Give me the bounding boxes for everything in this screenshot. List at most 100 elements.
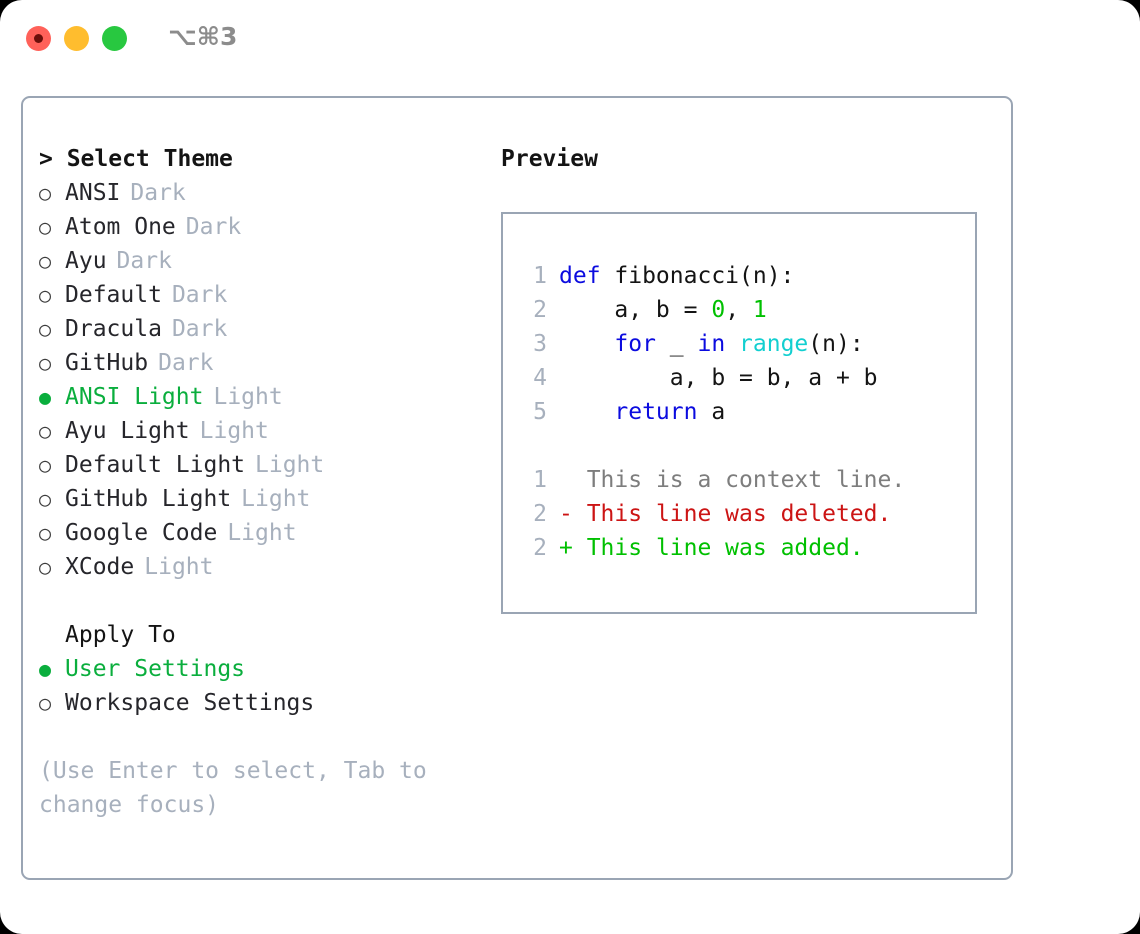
diff-marker: + [559, 535, 573, 561]
radio-unselected-icon[interactable]: ○ [39, 419, 52, 443]
diff-line-number: 2 [533, 535, 547, 561]
window-title-shortcut: ⌥⌘3 [168, 22, 238, 51]
code-token: 1 [752, 297, 767, 323]
theme-option-name: ANSI [65, 180, 121, 206]
code-token: a, b = b, a + b [559, 365, 878, 391]
code-line-number: 2 [533, 297, 547, 323]
radio-unselected-icon[interactable]: ○ [39, 555, 52, 579]
theme-option-name: GitHub Light [65, 486, 232, 512]
apply-to-list: ● User Settings ○ Workspace Settings [39, 652, 499, 720]
theme-option-variant: Dark [171, 316, 228, 342]
code-token [725, 331, 739, 357]
code-token: fibonacci(n): [600, 263, 795, 289]
radio-selected-icon[interactable]: ● [39, 385, 52, 409]
diff-line: 2 + This line was added. [521, 531, 905, 565]
preview-heading: Preview [501, 146, 598, 172]
radio-selected-icon[interactable]: ● [39, 657, 52, 681]
code-line-text: a, b = b, a + b [559, 361, 878, 395]
apply-to-heading: Apply To [65, 622, 176, 648]
minimize-button[interactable] [64, 26, 89, 51]
code-token: def [559, 263, 601, 289]
theme-option-variant: Light [227, 520, 297, 546]
code-token: in [697, 331, 726, 357]
keyboard-hint: (Use Enter to select, Tab to change focu… [39, 758, 427, 818]
radio-unselected-icon[interactable]: ○ [39, 691, 52, 715]
diff-line: 1 This is a context line. [521, 463, 905, 497]
theme-option-row[interactable]: ● ANSI Light Light [39, 380, 499, 414]
code-token: for [614, 331, 656, 357]
code-token: 0 [711, 297, 726, 323]
code-token: _ [655, 331, 698, 357]
theme-option-row[interactable]: ○ GitHub Light Light [39, 482, 499, 516]
code-line-number: 4 [533, 365, 547, 391]
theme-option-variant: Light [255, 452, 325, 478]
code-line-text: a, b = 0, 1 [559, 293, 767, 327]
theme-option-row[interactable]: ○ Google Code Light [39, 516, 499, 550]
diff-line-text: This line was added. [572, 535, 864, 561]
theme-option-name: ANSI Light [65, 384, 204, 410]
code-line-number: 5 [533, 399, 547, 425]
code-line-text: def fibonacci(n): [559, 259, 794, 293]
theme-option-row[interactable]: ○ Dracula Dark [39, 312, 499, 346]
code-line: 2 a, b = 0, 1 [521, 293, 905, 327]
code-token: a [697, 399, 726, 425]
code-line-number: 3 [533, 331, 547, 357]
theme-option-variant: Dark [171, 282, 228, 308]
radio-unselected-icon[interactable]: ○ [39, 487, 52, 511]
diff-marker [559, 463, 573, 497]
diff-line-text: This is a context line. [572, 467, 906, 493]
radio-unselected-icon[interactable]: ○ [39, 351, 52, 375]
radio-unselected-icon[interactable]: ○ [39, 181, 52, 205]
diff-block: 1 This is a context line.2- This line wa… [521, 463, 905, 565]
radio-unselected-icon[interactable]: ○ [39, 283, 52, 307]
apply-to-option-row[interactable]: ○ Workspace Settings [39, 686, 499, 720]
theme-option-variant: Dark [116, 248, 172, 274]
theme-option-variant: Light [241, 486, 311, 512]
zoom-button[interactable] [102, 26, 127, 51]
radio-unselected-icon[interactable]: ○ [39, 317, 52, 341]
theme-option-name: Dracula [65, 316, 162, 342]
radio-unselected-icon[interactable]: ○ [39, 215, 52, 239]
theme-option-variant: Light [213, 384, 283, 410]
apply-to-option-row[interactable]: ● User Settings [39, 652, 499, 686]
diff-line-number: 1 [533, 467, 547, 493]
radio-unselected-icon[interactable]: ○ [39, 249, 52, 273]
section-spacer [39, 584, 499, 618]
theme-option-variant: Dark [158, 350, 214, 376]
code-line: 3 for _ in range(n): [521, 327, 905, 361]
theme-option-row[interactable]: ○ Default Dark [39, 278, 499, 312]
theme-option-name: Default [65, 282, 162, 308]
code-token: return [614, 399, 698, 425]
code-line-text: for _ in range(n): [559, 327, 863, 361]
code-blank-line [521, 429, 905, 463]
code-token: , [725, 297, 753, 323]
theme-option-variant: Light [199, 418, 269, 444]
code-token: range [739, 331, 809, 357]
radio-unselected-icon[interactable]: ○ [39, 453, 52, 477]
apply-to-option-name: User Settings [65, 656, 246, 682]
theme-option-variant: Light [144, 554, 214, 580]
code-token: a, b = [559, 297, 712, 323]
diff-line-text: This line was deleted. [572, 501, 892, 527]
theme-option-name: Google Code [65, 520, 218, 546]
apply-to-option-name: Workspace Settings [65, 690, 315, 716]
diff-line-number: 2 [533, 501, 547, 527]
close-button[interactable] [26, 26, 51, 51]
title-bar: ⌥⌘3 [0, 0, 1140, 78]
radio-unselected-icon[interactable]: ○ [39, 521, 52, 545]
